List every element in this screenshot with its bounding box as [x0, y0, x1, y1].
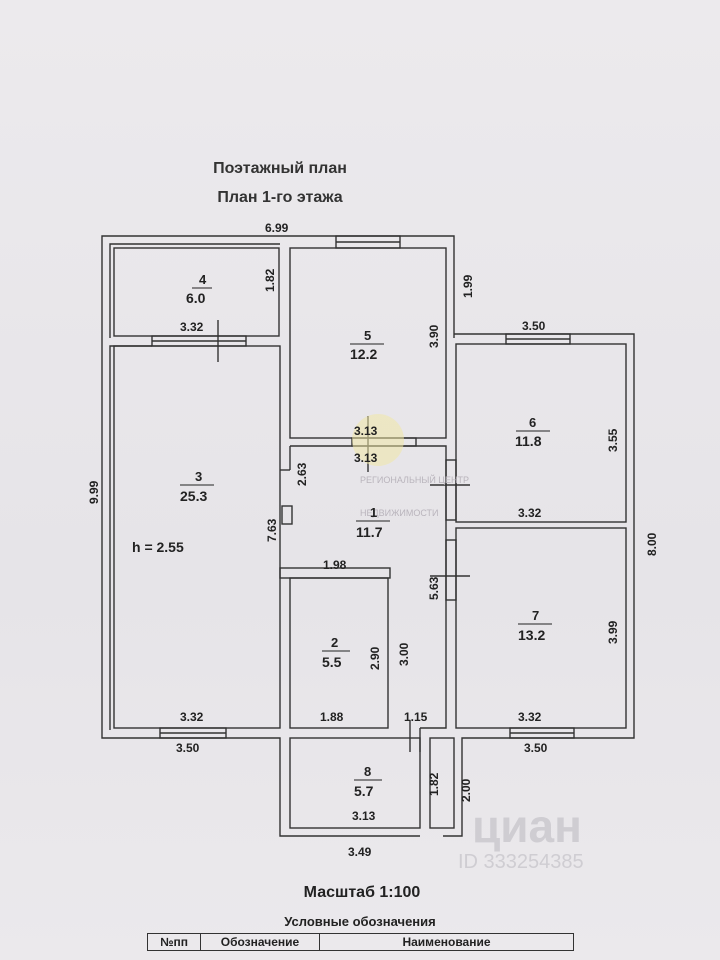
legend-col-name: Наименование: [319, 933, 574, 951]
dim-room6-height: 3.55: [606, 428, 620, 452]
watermark-brand: циан: [472, 800, 582, 852]
dim-room3-outer: 3.50: [176, 741, 200, 755]
room-number-3: 3: [195, 469, 202, 484]
room-number-5: 5: [364, 328, 371, 343]
room-area-8: 5.7: [354, 783, 374, 799]
dim-hall-right: 5.63: [427, 576, 441, 600]
room-labels: 4 6.0 5 12.2 6 11.8 3 25.3 1 11.7 7 13.2…: [132, 272, 552, 799]
legend-col-symbol: Обозначение: [200, 933, 320, 951]
dim-room7-height: 3.99: [606, 620, 620, 644]
room-area-5: 12.2: [350, 346, 377, 362]
legend-header-row: №пп Обозначение Наименование: [147, 933, 574, 951]
dim-room5-right: 1.99: [461, 274, 475, 298]
room-area-7: 13.2: [518, 627, 545, 643]
room-number-4: 4: [199, 272, 207, 287]
windows: [151, 235, 575, 739]
scale-label: Масштаб 1:100: [303, 884, 421, 901]
dim-room3-bottom: 3.32: [180, 710, 204, 724]
room-area-6: 11.8: [515, 433, 542, 449]
room-number-1: 1: [370, 505, 377, 520]
dim-left: 9.99: [87, 480, 101, 504]
watermark-id: ID 333254385: [458, 851, 584, 873]
dim-room2-top: 1.98: [323, 558, 347, 572]
dim-room2-height-2: 3.00: [397, 642, 411, 666]
room-number-8: 8: [364, 764, 371, 779]
dim-room6-bottom: 3.32: [518, 506, 542, 520]
room-area-2: 5.5: [322, 654, 342, 670]
door-marks: [217, 320, 470, 752]
dim-room4-height: 1.82: [263, 268, 277, 292]
dim-room2-bottom: 1.88: [320, 710, 344, 724]
plan-title: Поэтажный план: [213, 160, 347, 177]
room-number-6: 6: [529, 415, 536, 430]
dim-hall-top-1: 3.13: [354, 424, 378, 438]
watermark-text-2: НЕДВИЖИМОСТИ: [360, 508, 439, 518]
legend-table: №пп Обозначение Наименование: [147, 933, 574, 951]
dim-room5-height: 3.90: [427, 324, 441, 348]
dim-room8-outer: 3.49: [348, 845, 372, 859]
dim-right: 8.00: [645, 532, 659, 556]
dim-hall-small: 2.63: [295, 462, 309, 486]
dim-room6-top: 3.50: [522, 319, 546, 333]
room-number-7: 7: [532, 608, 539, 623]
plan-subtitle: План 1-го этажа: [217, 189, 343, 206]
room-area-4: 6.0: [186, 290, 206, 306]
dim-top: 6.99: [265, 221, 289, 235]
dim-hall-top-2: 3.13: [354, 451, 378, 465]
room-area-1: 11.7: [356, 524, 383, 540]
dimension-labels: 6.99 3.32 1.82 3.90 1.99 3.50 3.55 3.32 …: [87, 221, 659, 859]
dim-room2-height-1: 2.90: [368, 646, 382, 670]
dim-room8-bottom: 3.13: [352, 809, 376, 823]
room-area-3: 25.3: [180, 488, 207, 504]
legend-title: Условные обозначения: [284, 914, 436, 929]
ceiling-height: h = 2.55: [132, 539, 184, 555]
dim-hall-left: 7.63: [265, 518, 279, 542]
dim-room8-height: 1.82: [427, 772, 441, 796]
dim-door: 1.15: [404, 710, 428, 724]
legend-col-number: №пп: [147, 933, 201, 951]
dim-room7-outer: 3.50: [524, 741, 548, 755]
dim-room4-width: 3.32: [180, 320, 204, 334]
room-number-2: 2: [331, 635, 338, 650]
watermark-text-1: РЕГИОНАЛЬНЫЙ ЦЕНТР: [360, 474, 469, 485]
watermark-logo: РЕГИОНАЛЬНЫЙ ЦЕНТР НЕДВИЖИМОСТИ циан ID …: [352, 414, 584, 873]
dim-room8-height-2: 2.00: [459, 778, 473, 802]
dim-room7-bottom: 3.32: [518, 710, 542, 724]
